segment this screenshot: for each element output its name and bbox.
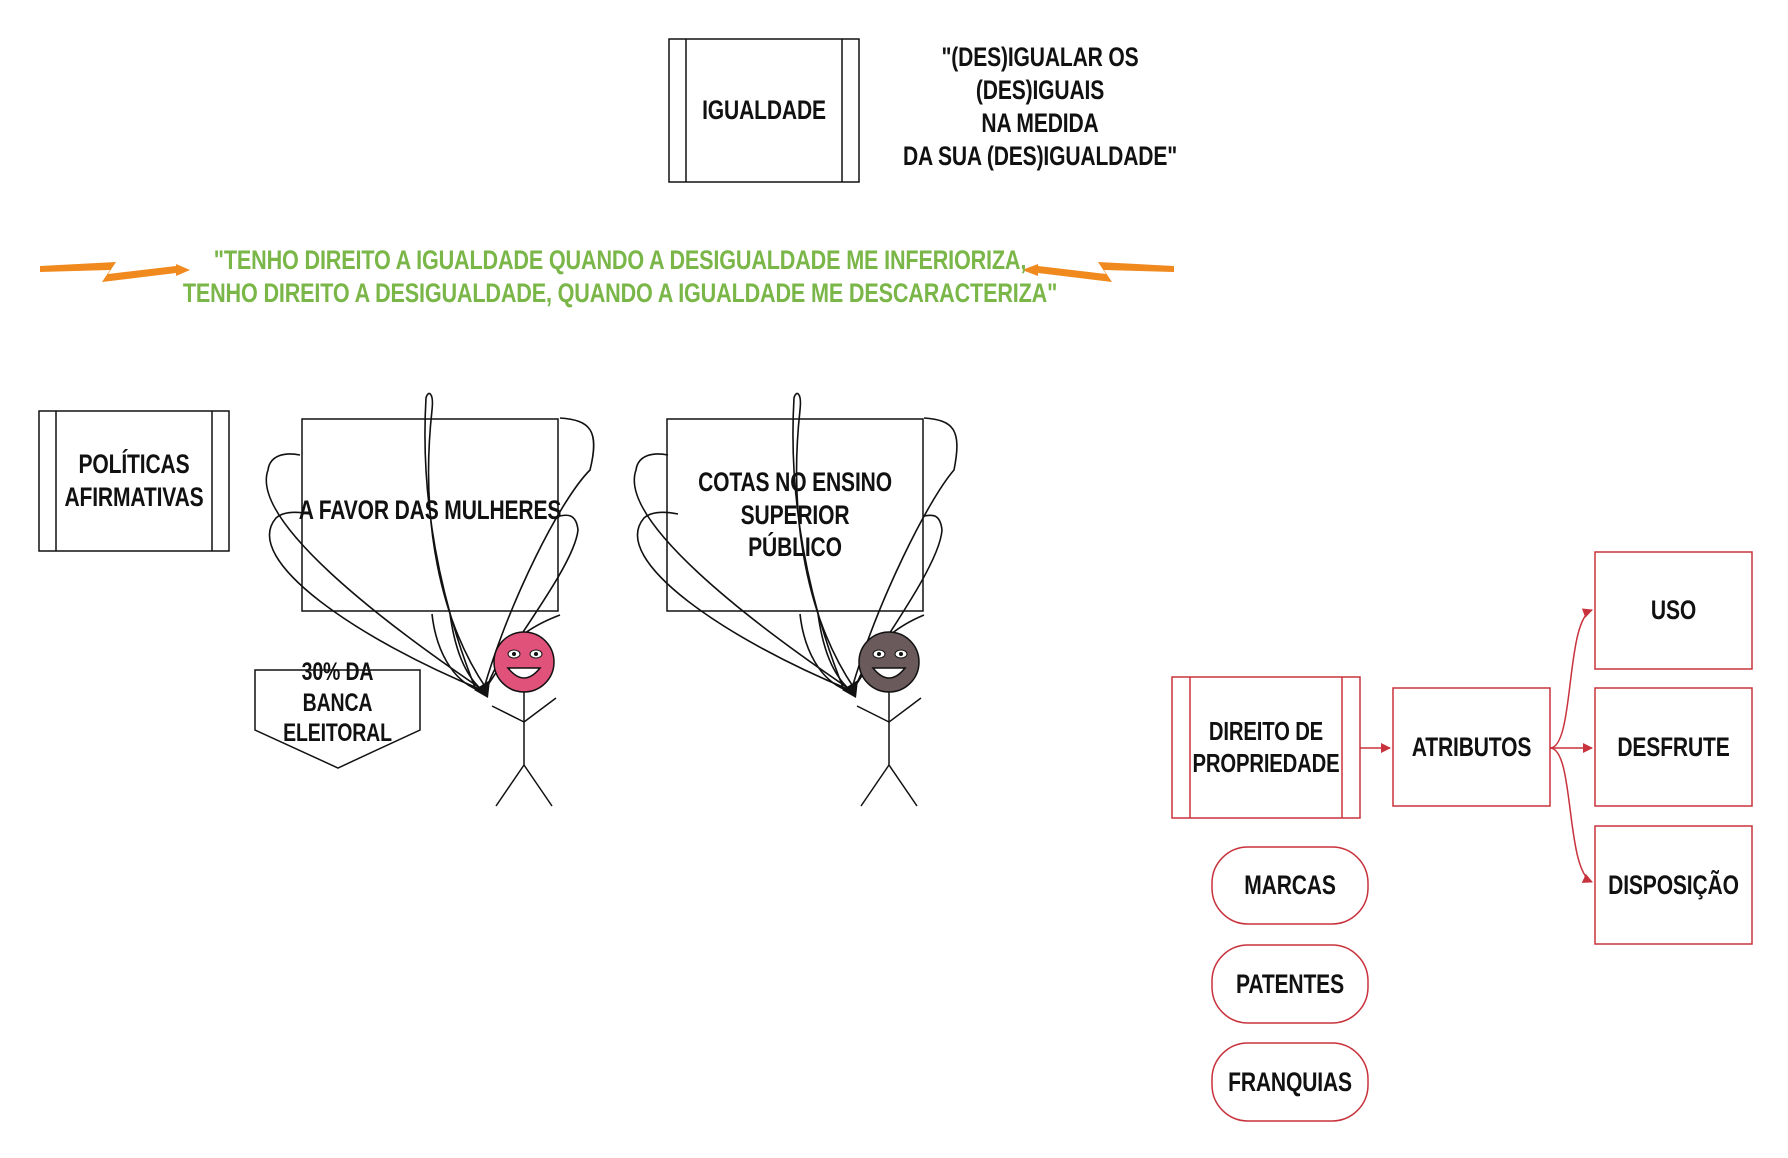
desfrute-text: DESFRUTE [1617,731,1730,762]
lightning-arrow-left [40,262,190,282]
marcas-text: MARCAS [1244,870,1336,901]
direito-label: DIREITO DE PROPRIEDADE [1192,677,1339,818]
direito-line2: PROPRIEDADE [1192,747,1340,778]
banca-line2: ELEITORAL [283,719,392,748]
quote-direito-igualdade: "TENHO DIREITO A IGUALDADE QUANDO A DESI… [183,242,1058,312]
cotas-line1: COTAS NO ENSINO [698,466,892,497]
cotas-label: COTAS NO ENSINO SUPERIOR PÚBLICO [695,467,895,563]
igualdade-label: IGUALDADE [690,39,838,182]
direito-line1: DIREITO DE [1208,715,1324,746]
disposicao-text: DISPOSIÇÃO [1608,869,1739,900]
favor-mulheres-text: A FAVOR DAS MULHERES [298,494,562,525]
igualdade-box[interactable] [668,38,860,183]
quote-desigualar-line1: "(DES)IGUALAR OS (DES)IGUAIS [941,42,1139,106]
uso-text: USO [1650,595,1697,626]
quote-desigualar-line3: DA SUA (DES)IGUALDADE" [902,140,1178,171]
quote-direito-line1: "TENHO DIREITO A IGUALDADE QUANDO A DESI… [213,245,1027,276]
franquias-label: FRANQUIAS [1228,1043,1352,1121]
marcas-pill[interactable] [1211,846,1369,925]
banca-line1: 30% DA BANCA [301,658,374,717]
franquias-text: FRANQUIAS [1228,1066,1352,1097]
lightning-arrow-right [1022,262,1174,282]
uso-box[interactable] [1594,551,1753,670]
cotas-box[interactable] [666,418,924,612]
direito-propriedade-box[interactable] [1171,676,1361,819]
favor-mulheres-label: A FAVOR DAS MULHERES [299,480,562,540]
connector-atributos-children [1549,608,1593,883]
politicas-line1: POLÍTICAS [78,449,190,480]
stick-figure-quotas [856,631,922,807]
hand-marker-left [474,680,490,698]
marcas-label: MARCAS [1229,847,1351,924]
stick-figure-women [491,631,557,807]
patentes-text: PATENTES [1236,968,1344,999]
desfrute-box[interactable] [1594,687,1753,807]
politicas-afirmativas-box[interactable] [38,410,230,552]
quote-desigualar: "(DES)IGUALAR OS (DES)IGUAIS NA MEDIDA D… [900,42,1181,171]
politicas-line2: AFIRMATIVAS [64,482,204,512]
atributos-box[interactable] [1392,687,1551,807]
franquias-pill[interactable] [1211,1042,1369,1122]
politicas-label: POLÍTICAS AFIRMATIVAS [64,411,203,551]
patentes-pill[interactable] [1211,944,1369,1024]
quote-desigualar-line2: NA MEDIDA [981,108,1099,138]
quote-direito-line2: TENHO DIREITO A DESIGUALDADE, QUANDO A I… [182,278,1058,308]
banca-eleitoral-shape[interactable] [254,669,421,769]
banca-label: 30% DA BANCA ELEITORAL [273,658,402,747]
uso-label: USO [1612,552,1734,669]
igualdade-text: IGUALDADE [702,95,826,126]
atributos-label: ATRIBUTOS [1410,688,1532,806]
patentes-label: PATENTES [1229,945,1351,1023]
cotas-line2: SUPERIOR PÚBLICO [740,499,850,563]
scribble-lines-left [265,392,595,691]
hand-marker-right [842,680,858,698]
desfrute-label: DESFRUTE [1612,688,1734,806]
atributos-text: ATRIBUTOS [1411,731,1532,762]
disposicao-box[interactable] [1594,825,1753,945]
disposicao-label: DISPOSIÇÃO [1608,826,1739,944]
